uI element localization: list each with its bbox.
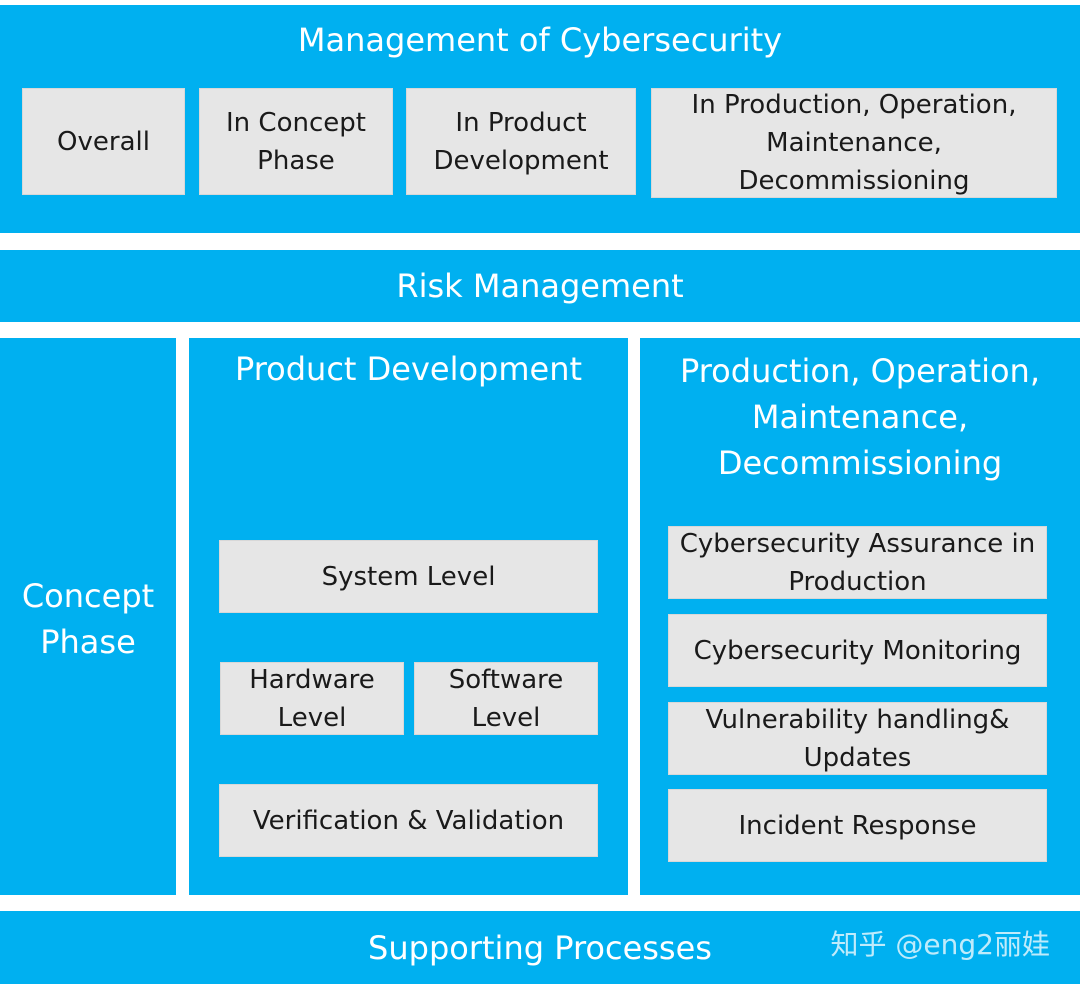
watermark: 知乎 @eng2丽娃 [830, 928, 1050, 961]
incident-response-box: Incident Response [668, 789, 1047, 862]
management-box-concept: In Concept Phase [199, 88, 393, 195]
production-panel: Production, Operation, Maintenance, Deco… [640, 338, 1080, 895]
risk-management-band: Risk Management [0, 250, 1080, 322]
supporting-processes-title: Supporting Processes [368, 929, 712, 967]
software-level-box: Software Level [414, 662, 598, 735]
system-level-box: System Level [219, 540, 598, 613]
risk-management-title: Risk Management [396, 267, 684, 305]
supporting-processes-band: Supporting Processes [0, 911, 1080, 984]
product-development-panel: Product Development System Level Hardwar… [189, 338, 628, 895]
management-box-overall: Overall [22, 88, 185, 195]
product-development-title: Product Development [234, 350, 583, 388]
verification-validation-box: Verification & Validation [219, 784, 598, 857]
cybersecurity-assurance-box: Cybersecurity Assurance in Production [668, 526, 1047, 599]
vulnerability-handling-box: Vulnerability handling& Updates [668, 702, 1047, 775]
cybersecurity-monitoring-box: Cybersecurity Monitoring [668, 614, 1047, 687]
management-band: Management of Cybersecurity Overall In C… [0, 5, 1080, 233]
management-title: Management of Cybersecurity [297, 21, 783, 59]
production-title: Production, Operation, Maintenance, Deco… [679, 352, 1040, 482]
hardware-level-box: Hardware Level [220, 662, 404, 735]
concept-phase-title: Concept Phase [21, 577, 155, 661]
management-box-product-development: In Product Development [406, 88, 636, 195]
concept-phase-panel: Concept Phase [0, 338, 176, 895]
management-box-production: In Production, Operation, Maintenance, D… [651, 88, 1057, 198]
